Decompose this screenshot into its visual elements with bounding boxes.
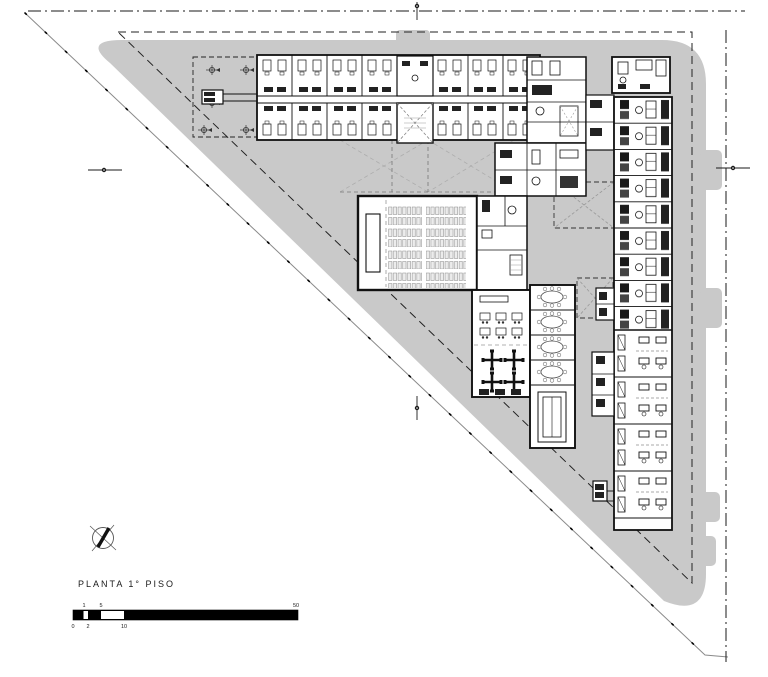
site-boundary-line xyxy=(24,12,729,658)
entry-kiosk xyxy=(201,89,257,105)
scale-bar: 1 5 50 0 2 10 xyxy=(71,603,299,630)
seating-area xyxy=(388,206,466,288)
neighbor-tab xyxy=(698,492,720,522)
auditorium xyxy=(356,194,479,292)
scale-label: 10 xyxy=(121,624,127,630)
meeting-rooms xyxy=(529,284,576,449)
service-core xyxy=(494,56,615,197)
axis-survey-marker xyxy=(716,165,750,171)
scale-label: 0 xyxy=(71,624,74,630)
auditorium-side-rooms xyxy=(476,195,528,291)
ramp xyxy=(537,391,567,443)
scale-label: 1 xyxy=(82,603,85,609)
office-wing-top xyxy=(256,54,541,144)
axis-survey-marker xyxy=(414,2,420,20)
neighbor-tab xyxy=(694,536,716,566)
plan-title: PLANTA 1° PISO xyxy=(78,579,175,589)
stage xyxy=(365,213,381,273)
lounge-room xyxy=(611,56,671,94)
side-entry xyxy=(592,480,614,502)
classroom-block xyxy=(471,289,531,398)
neighbor-tab xyxy=(700,288,722,328)
neighbor-tab xyxy=(700,150,722,190)
scale-label: 2 xyxy=(86,624,89,630)
right-wing xyxy=(591,96,673,531)
axis-survey-marker xyxy=(88,167,122,173)
entrance-canopy xyxy=(396,30,430,44)
scale-label: 5 xyxy=(99,603,102,609)
garden-area xyxy=(192,56,259,138)
north-arrow-icon xyxy=(89,524,117,552)
wing-annex xyxy=(591,287,615,417)
setback-dashed-line xyxy=(116,31,693,585)
entrance-hall xyxy=(396,55,434,97)
stair-x xyxy=(396,102,434,144)
axis-survey-marker xyxy=(414,396,420,420)
scale-label: 50 xyxy=(293,603,299,609)
